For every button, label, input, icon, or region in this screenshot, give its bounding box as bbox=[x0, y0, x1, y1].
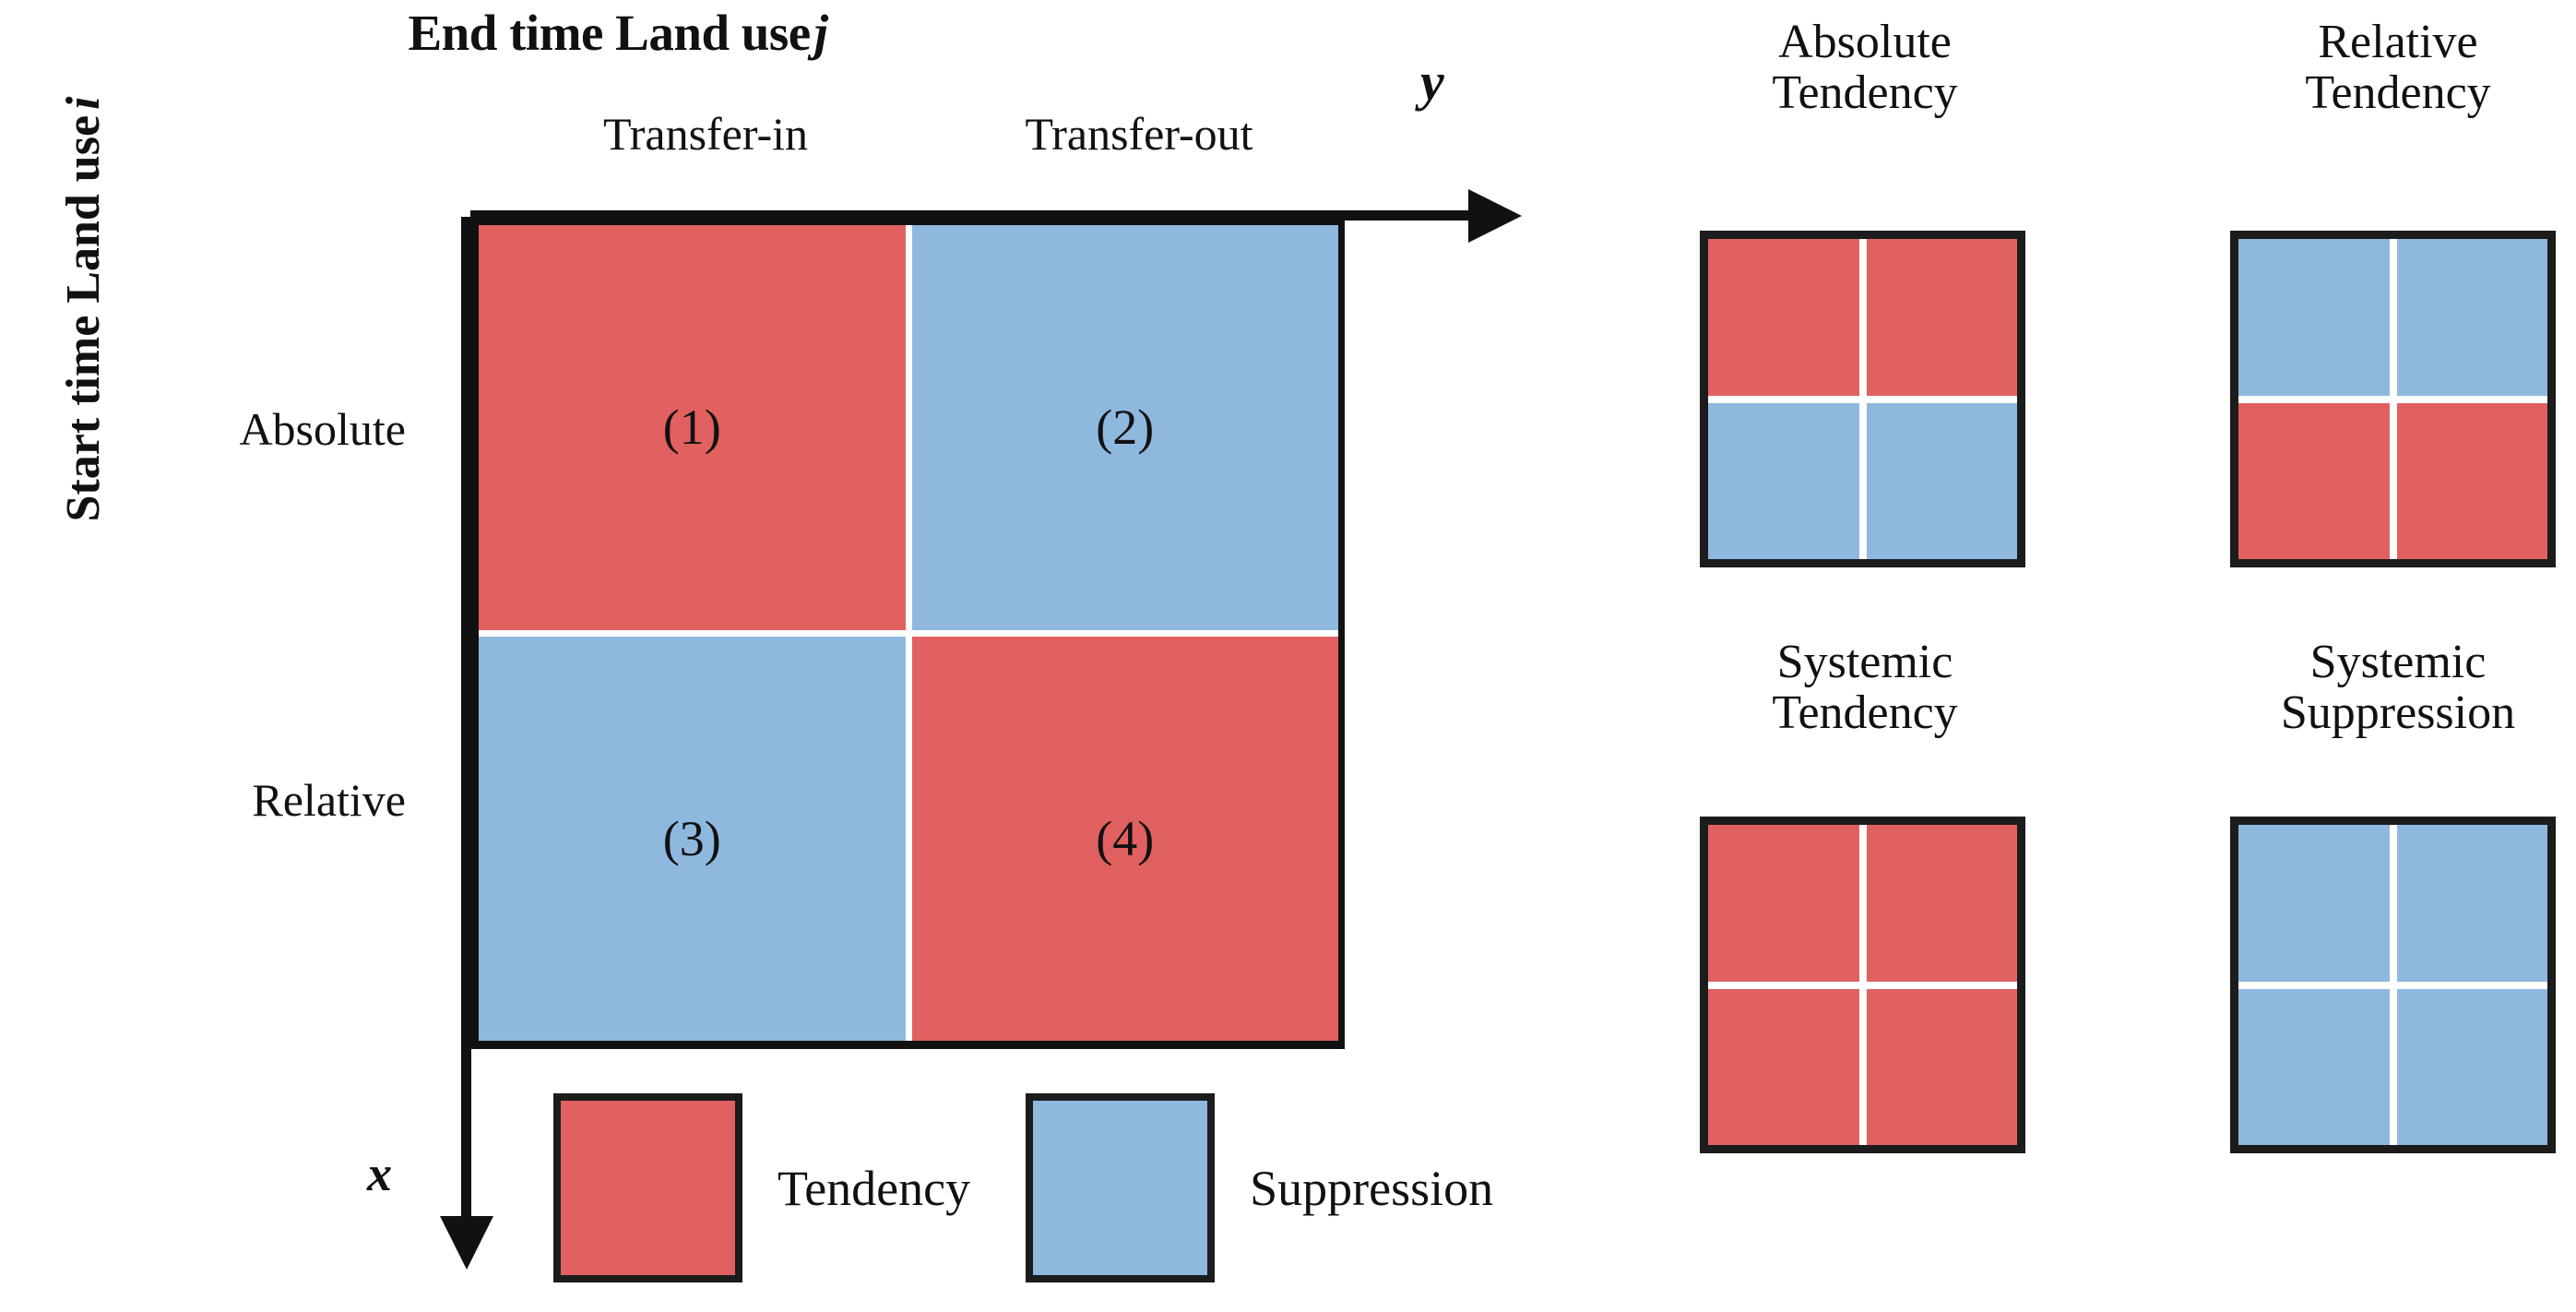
panel-caption-absolute-tendency-line2: Tendency bbox=[1772, 66, 1958, 120]
start-time-axis-title-variable-i: i bbox=[56, 96, 110, 110]
legend-swatch-suppression bbox=[1026, 1093, 1216, 1282]
main-matrix: (1) (2) (3) (4) bbox=[470, 217, 1345, 1049]
matrix-cell-4[interactable]: (4) bbox=[911, 636, 1338, 1041]
panel-systemic-suppression-cell-1 bbox=[2238, 825, 2390, 982]
panel-systemic-tendency-cell-4 bbox=[1866, 988, 2017, 1145]
figure-title-variable-j: j bbox=[813, 5, 828, 61]
start-time-axis-title: Start time Land use i bbox=[51, 23, 115, 595]
matrix-cell-1[interactable]: (1) bbox=[479, 225, 906, 630]
panel-absolute-tendency-cell-3 bbox=[1708, 402, 1859, 559]
legend-item-tendency[interactable]: Tendency bbox=[553, 1093, 1026, 1282]
figure-title: End time Land usej bbox=[0, 7, 1236, 58]
panel-caption-systemic-suppression-line1: Systemic bbox=[2309, 636, 2487, 688]
panel-absolute-tendency-cell-2 bbox=[1866, 239, 2017, 396]
x-axis-line bbox=[461, 217, 471, 1232]
panel-relative-tendency-cell-1 bbox=[2238, 239, 2390, 396]
x-axis-arrowhead-icon bbox=[440, 1216, 493, 1270]
panel-caption-absolute-tendency: Absolute Tendency bbox=[1671, 17, 2059, 118]
matrix-cell-2[interactable]: (2) bbox=[911, 225, 1338, 630]
panel-systemic-tendency-cell-1 bbox=[1708, 825, 1859, 982]
panel-absolute-tendency-cell-4 bbox=[1866, 402, 2017, 559]
matrix-cell-3-label: (3) bbox=[662, 810, 721, 866]
row-label-relative: Relative bbox=[252, 774, 406, 826]
panel-caption-systemic-tendency: Systemic Tendency bbox=[1671, 637, 2059, 738]
panel-absolute-tendency-cell-1 bbox=[1708, 239, 1859, 396]
start-time-axis-title-inner: Start time Land use i bbox=[56, 97, 111, 522]
y-axis-arrowhead-icon bbox=[1468, 189, 1522, 243]
panel-caption-systemic-tendency-line1: Systemic bbox=[1776, 636, 1953, 688]
matrix-cell-3[interactable]: (3) bbox=[479, 636, 906, 1041]
column-header-transfer-out: Transfer-out bbox=[1025, 108, 1253, 160]
y-axis-label: y bbox=[1420, 52, 1444, 112]
x-axis-label: x bbox=[367, 1146, 392, 1201]
figure-title-text: End time Land use bbox=[408, 5, 812, 61]
y-axis-line bbox=[470, 210, 1485, 221]
row-label-absolute: Absolute bbox=[239, 403, 406, 455]
matrix-cell-1-label: (1) bbox=[662, 400, 721, 456]
panel-relative-tendency-cell-4 bbox=[2396, 402, 2547, 559]
legend-label-tendency: Tendency bbox=[778, 1160, 971, 1216]
panel-relative-tendency[interactable] bbox=[2230, 231, 2556, 567]
panel-caption-systemic-suppression: Systemic Suppression bbox=[2195, 637, 2576, 738]
panel-relative-tendency-cell-2 bbox=[2396, 239, 2547, 396]
panel-systemic-suppression-cell-4 bbox=[2396, 988, 2547, 1145]
column-header-transfer-in: Transfer-in bbox=[602, 108, 809, 160]
legend-label-suppression: Suppression bbox=[1250, 1160, 1494, 1216]
panel-systemic-suppression[interactable] bbox=[2230, 817, 2556, 1153]
legend: Tendency Suppression bbox=[553, 1093, 1549, 1282]
matrix-cell-4-label: (4) bbox=[1096, 810, 1155, 866]
panel-caption-absolute-tendency-line1: Absolute bbox=[1778, 16, 1952, 68]
panel-caption-relative-tendency-line2: Tendency bbox=[2305, 66, 2491, 120]
panel-caption-systemic-tendency-line2: Tendency bbox=[1772, 686, 1958, 740]
panel-absolute-tendency[interactable] bbox=[1700, 231, 2025, 567]
panel-systemic-suppression-cell-3 bbox=[2238, 988, 2390, 1145]
panel-caption-relative-tendency-line1: Relative bbox=[2318, 16, 2478, 68]
legend-swatch-tendency bbox=[553, 1093, 742, 1282]
matrix-cell-2-label: (2) bbox=[1096, 400, 1155, 456]
panel-systemic-tendency-cell-2 bbox=[1866, 825, 2017, 982]
start-time-axis-title-text: Start time Land use bbox=[56, 114, 110, 522]
panel-caption-relative-tendency: Relative Tendency bbox=[2204, 17, 2576, 118]
panel-systemic-tendency-cell-3 bbox=[1708, 988, 1859, 1145]
legend-item-suppression[interactable]: Suppression bbox=[1026, 1093, 1549, 1282]
panel-systemic-suppression-cell-2 bbox=[2396, 825, 2547, 982]
panel-relative-tendency-cell-3 bbox=[2238, 402, 2390, 559]
panel-systemic-tendency[interactable] bbox=[1700, 817, 2025, 1153]
panel-caption-systemic-suppression-line2: Suppression bbox=[2280, 686, 2516, 740]
